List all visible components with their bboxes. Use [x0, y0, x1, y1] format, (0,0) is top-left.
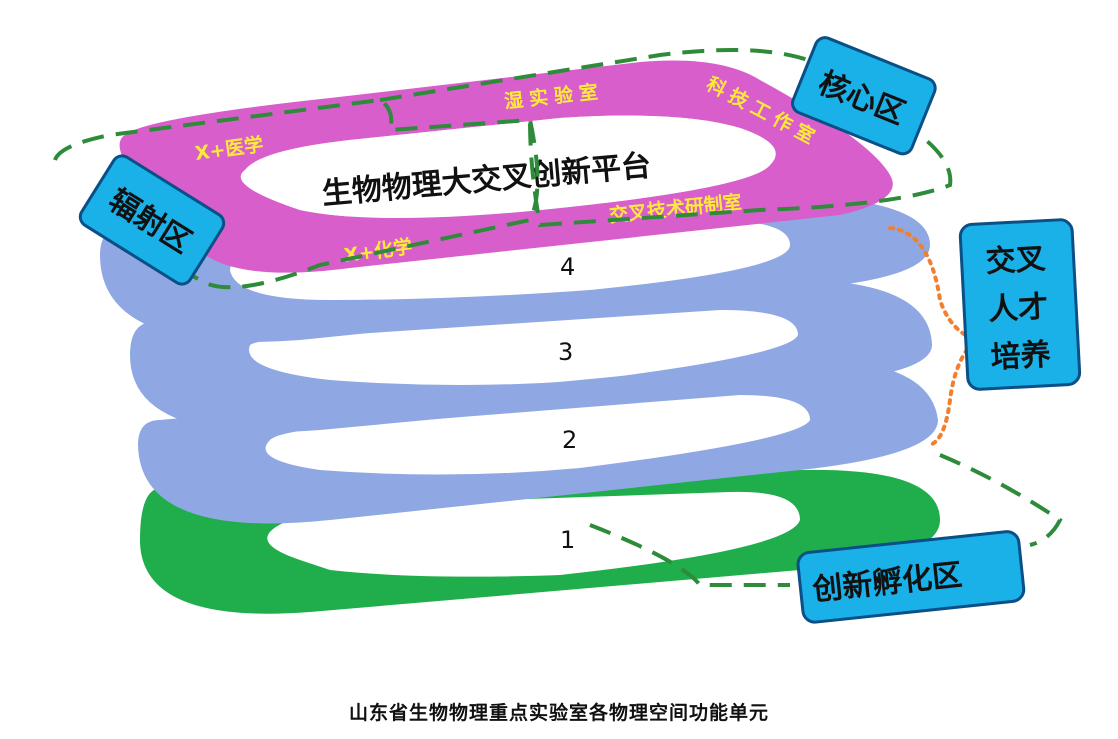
badge-radiation: 辐射区	[78, 154, 226, 286]
badge-talent-line-3: 培养	[990, 337, 1052, 375]
badge-talent-line-2: 人才	[987, 290, 1049, 328]
badge-talent: 交叉 人才 培养	[958, 218, 1082, 391]
outline-radiation-zone	[53, 97, 540, 290]
top-ring-inner-face	[240, 115, 776, 219]
badge-incubation-box	[796, 530, 1026, 624]
talent-bracket	[888, 226, 979, 447]
layer-1-ring	[140, 469, 940, 614]
layer-2-number: 2	[562, 426, 577, 454]
badge-incubation: 创新孵化区	[796, 530, 1026, 624]
outline-core-zone	[379, 48, 953, 228]
layer-2-ring	[138, 359, 938, 524]
badge-core: 核心区	[791, 36, 937, 156]
badge-talent-line-1: 交叉	[985, 242, 1047, 280]
figure-caption: 山东省生物物理重点实验室各物理空间功能单元	[348, 702, 769, 724]
outline-incubation-zone	[589, 453, 1063, 587]
layer-2: 2	[138, 359, 938, 524]
badge-radiation-box	[78, 154, 226, 286]
layer-1-number: 1	[560, 526, 575, 554]
top-ring	[119, 60, 893, 273]
badge-talent-box	[958, 218, 1082, 391]
layer-1: 1	[140, 469, 940, 614]
layer-4-number: 4	[560, 253, 575, 281]
diagram-svg: 1 2 3 4 生物物理大交叉创新平台 X+医学 湿实验室 科技工作室 X+化学…	[53, 36, 1082, 624]
layer-3-number: 3	[558, 338, 573, 366]
badge-core-box	[791, 36, 937, 156]
top-platform: 生物物理大交叉创新平台 X+医学 湿实验室 科技工作室 X+化学 交叉技术研制室	[119, 60, 893, 273]
dashed-outlines	[53, 48, 1063, 587]
